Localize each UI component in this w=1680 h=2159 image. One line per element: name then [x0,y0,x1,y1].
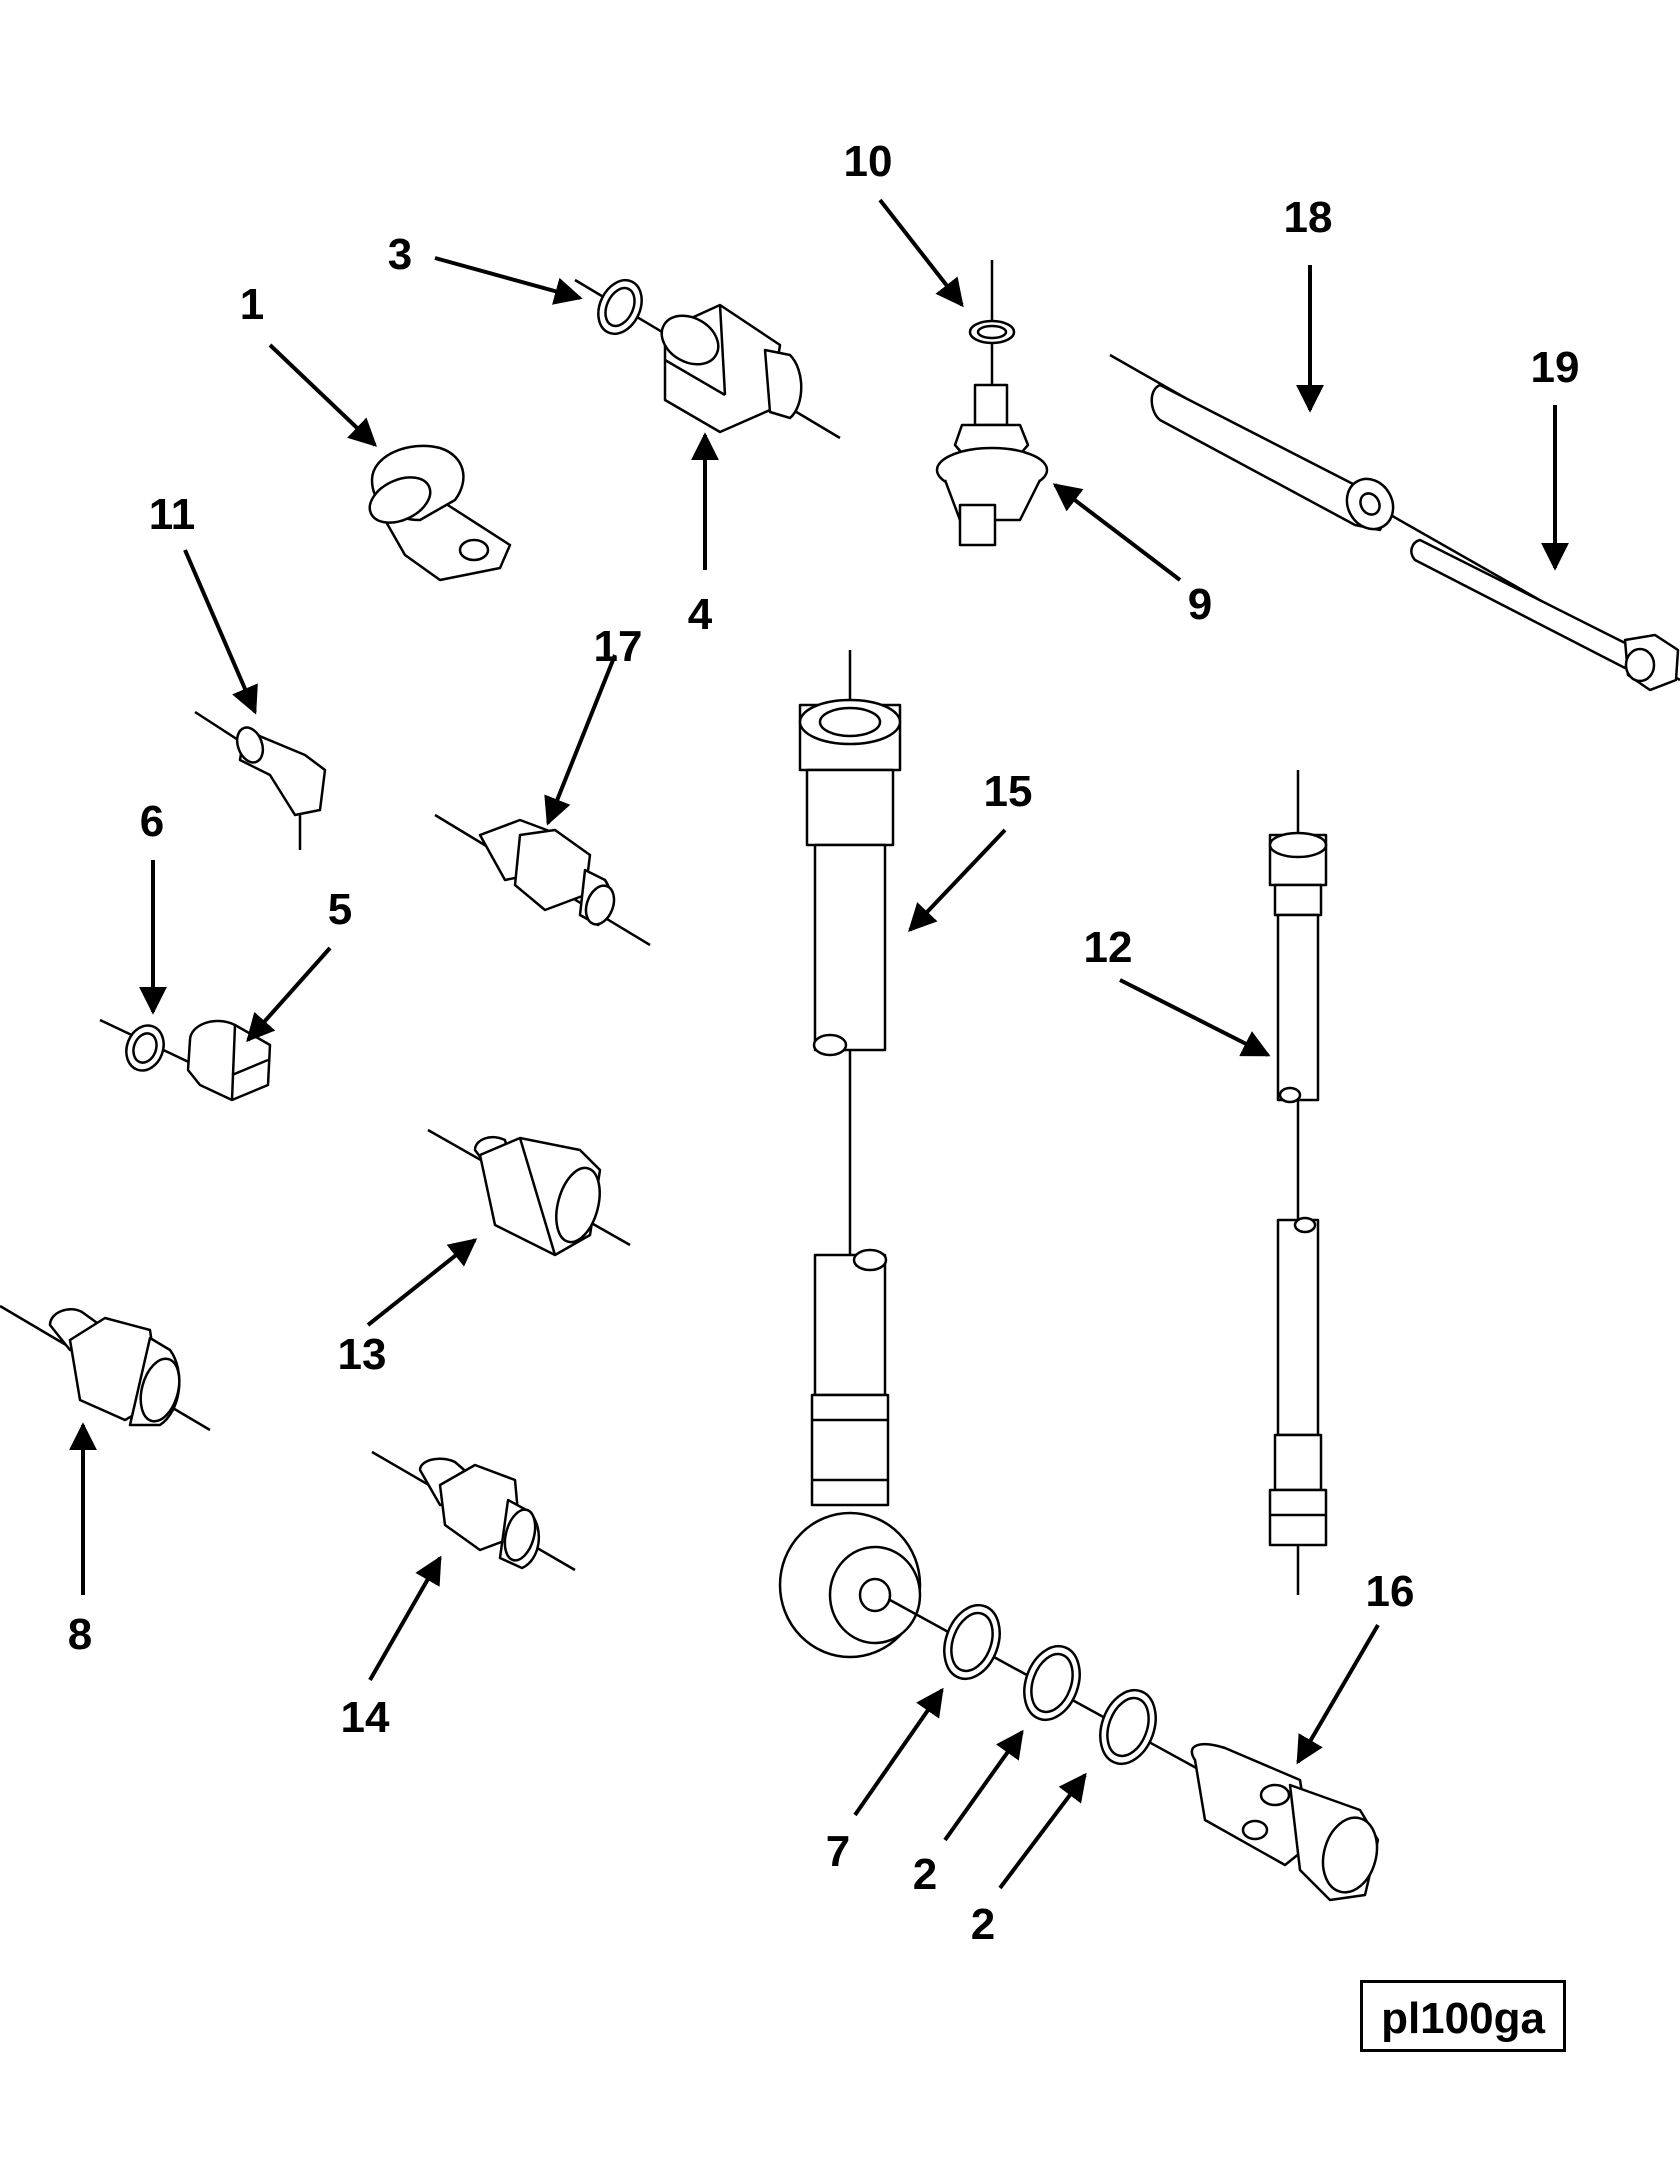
part-9-switch [937,385,1047,545]
callout-4: 4 [687,590,713,639]
part-18-spacer [1110,355,1680,680]
callout-7: 7 [825,1827,851,1876]
figure-id-label: pl100ga [1360,1980,1566,2052]
callout-16: 16 [1365,1567,1415,1616]
callout-6: 6 [139,797,165,846]
callout-18: 18 [1283,193,1333,242]
part-8-adapter [0,1306,210,1430]
part-14-union [372,1452,575,1570]
callout-8: 8 [67,1610,93,1659]
callout-3: 3 [387,230,413,279]
part-4-connector [653,305,801,432]
part-1-clamp [363,446,510,580]
callout-2b: 2 [970,1900,996,1949]
part-19-bolt [1411,540,1678,690]
callout-11: 11 [148,490,196,539]
part-7-washer [935,1597,1010,1686]
callout-5: 5 [327,885,353,934]
part-12-hose [1270,770,1326,1595]
callout-9: 9 [1187,580,1213,629]
part-6-oring [100,1020,195,1076]
part-17-union [435,815,650,945]
part-2-washer-b [1091,1682,1166,1771]
callout-12: 12 [1083,923,1133,972]
callout-14: 14 [340,1693,390,1742]
callout-1: 1 [239,280,265,329]
part-16-banjo-bolt [1192,1744,1385,1900]
callout-15: 15 [983,767,1033,816]
part-15-hose [780,650,1200,1770]
part-5-plug [188,1021,270,1100]
part-11-elbow [195,712,325,850]
callout-17: 17 [593,622,643,671]
leader-arrows [69,200,1569,1888]
part-2-washer-a [1015,1638,1090,1727]
callout-10: 10 [843,137,893,186]
part-13-reducer [428,1130,630,1255]
callout-13: 13 [337,1330,387,1379]
callout-2a: 2 [912,1850,938,1899]
part-3-oring [575,273,840,438]
callout-19: 19 [1530,343,1580,392]
part-10-oring [970,260,1014,395]
